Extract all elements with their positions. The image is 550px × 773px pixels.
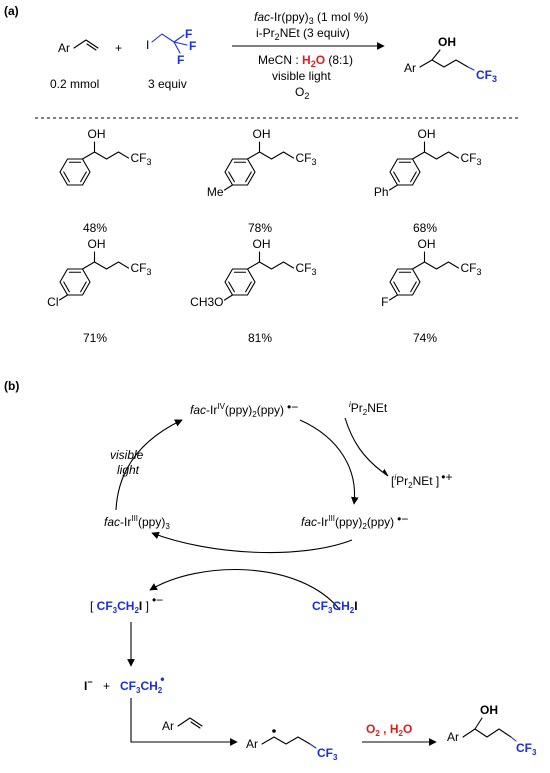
ir-iv-species: fac-IrIV(ppy)2(ppy)•−	[190, 400, 298, 419]
scope-yield: 74%	[413, 331, 437, 345]
scope-substituent: Me	[207, 185, 224, 199]
trifluoroethyl-radical: CF3CH2•	[120, 672, 164, 695]
addition-arrow	[130, 698, 238, 746]
scope-yield: 71%	[83, 331, 107, 345]
fluorine-3: F	[177, 53, 184, 67]
scope-cf3: CF3	[296, 151, 317, 167]
scope-oh: OH	[88, 237, 106, 251]
ir-iii-radical-anion: fac-IrIII(ppy)2(ppy)•−	[301, 512, 408, 531]
electron-transfer-arrow	[149, 569, 341, 611]
styrene-ar: Ar	[58, 41, 70, 55]
product-a: OH Ar CF3	[404, 35, 497, 84]
cycle-arrow-right	[299, 419, 359, 505]
light-label-1: visible	[110, 448, 144, 462]
amine-radical-cation: [iPr2NEt ]•+	[391, 470, 452, 490]
scope-yield: 81%	[248, 331, 272, 345]
panel-b-label: (b)	[4, 379, 19, 393]
product-ar: Ar	[404, 61, 416, 75]
radical-plus: +	[103, 679, 110, 693]
ir-iii-catalyst: fac-IrIII(ppy)3	[104, 514, 170, 531]
scope-cf3: CF3	[461, 261, 482, 277]
benzylic-radical: Ar CF3	[246, 729, 338, 762]
scope-oh: OH	[253, 127, 271, 141]
amine-branch-arrow	[344, 417, 389, 477]
styrene-amount: 0.2 mmol	[50, 77, 99, 91]
final-oh: OH	[480, 703, 498, 717]
amine-donor: iPr2NEt	[349, 400, 388, 417]
scope-cf3: CF3	[296, 261, 317, 277]
styrene-reagent: Ar	[58, 39, 99, 55]
product-cf3: CF3	[476, 68, 497, 84]
iodide-ion: I−	[84, 677, 93, 693]
scope-substituent: F	[381, 295, 388, 309]
substrate-scope: OHCF348%OHCF3Me78%OHCF3Ph68%OHCF3Cl71%OH…	[47, 127, 481, 345]
product-oh: OH	[438, 35, 456, 49]
scope-cf3: CF3	[131, 151, 152, 167]
trifluoroiodoethane: CF3CH2I	[312, 599, 358, 615]
scope-cf3: CF3	[131, 261, 152, 277]
scope-yield: 78%	[248, 221, 272, 235]
intermediate-cf3: CF3	[317, 746, 338, 762]
plus-sign: +	[115, 41, 122, 55]
scope-oh: OH	[253, 237, 271, 251]
condition-solvent: MeCN : H2O (8:1)	[258, 53, 353, 69]
scope-oh: OH	[418, 127, 436, 141]
scope-compound: OH CF3 48%	[59, 127, 152, 235]
fluorine-2: F	[189, 39, 196, 53]
oxidant-label: O2 , H2O	[366, 722, 412, 738]
fluorine-1: F	[185, 27, 192, 41]
iodide-reagent: I F F F	[146, 27, 196, 67]
styrene-b-ar: Ar	[162, 719, 174, 733]
intermediate-ar: Ar	[246, 737, 258, 751]
light-label-2: light	[117, 463, 140, 477]
scope-oh: OH	[88, 127, 106, 141]
condition-light: visible light	[272, 69, 331, 83]
iodide-radical-anion: [ CF3CH2I ]•−	[90, 593, 163, 615]
cycle-arrow-left	[115, 419, 183, 511]
scope-yield: 68%	[413, 221, 437, 235]
final-cf3: CF3	[516, 741, 537, 757]
scope-oh: OH	[418, 237, 436, 251]
final-product: OH Ar CF3	[447, 703, 537, 757]
cycle-arrow-bottom	[151, 531, 353, 554]
scope-substituent: Ph	[374, 185, 389, 199]
final-ar: Ar	[447, 730, 459, 744]
iodide-amount: 3 equiv	[148, 77, 187, 91]
scope-substituent: Cl	[47, 295, 58, 309]
iodide-i: I	[146, 38, 149, 52]
panel-a-label: (a)	[4, 4, 19, 18]
condition-oxygen: O2	[295, 85, 309, 101]
condition-base: i-Pr2NEt (3 equiv)	[256, 26, 350, 42]
scope-substituent: CH3O	[190, 295, 223, 309]
scope-yield: 48%	[83, 221, 107, 235]
condition-catalyst: fac-Ir(ppy)3 (1 mol %)	[254, 10, 368, 26]
scope-cf3: CF3	[461, 151, 482, 167]
